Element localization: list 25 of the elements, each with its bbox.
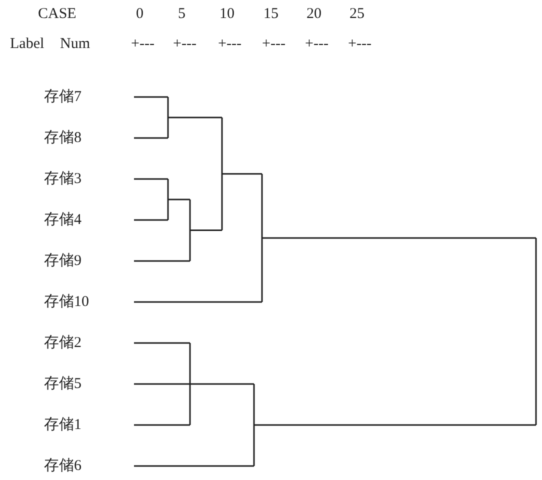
scale-tick-label: +--- (131, 35, 154, 53)
scale-tick-label: +--- (262, 35, 286, 53)
scale-number: 15 (264, 5, 278, 23)
scale-number: 0 (136, 5, 144, 23)
scale-tick-label: +--- (348, 35, 372, 53)
header-label: CASE (38, 5, 76, 23)
scale-number: 10 (220, 5, 234, 23)
leaf-label: 存储8 (44, 129, 82, 147)
scale-number: 5 (178, 5, 186, 23)
scale-tick-label: +--- (173, 35, 196, 53)
leaf-label: 存储5 (44, 375, 82, 393)
header-label: Num (60, 35, 90, 53)
scale-number: 25 (350, 5, 364, 23)
header-label: Label (10, 35, 44, 53)
scale-number: 20 (306, 5, 322, 23)
scale-tick-label: +--- (218, 35, 242, 53)
leaf-label: 存储9 (44, 252, 82, 270)
leaf-label: 存储3 (44, 170, 82, 188)
leaf-label: 存储4 (44, 211, 82, 229)
leaf-label: 存储1 (44, 416, 82, 434)
scale-tick-label: +--- (305, 35, 328, 53)
leaf-label: 存储10 (44, 293, 89, 311)
leaf-label: 存储2 (44, 334, 82, 352)
leaf-label: 存储6 (44, 457, 82, 475)
leaf-label: 存储7 (44, 88, 82, 106)
